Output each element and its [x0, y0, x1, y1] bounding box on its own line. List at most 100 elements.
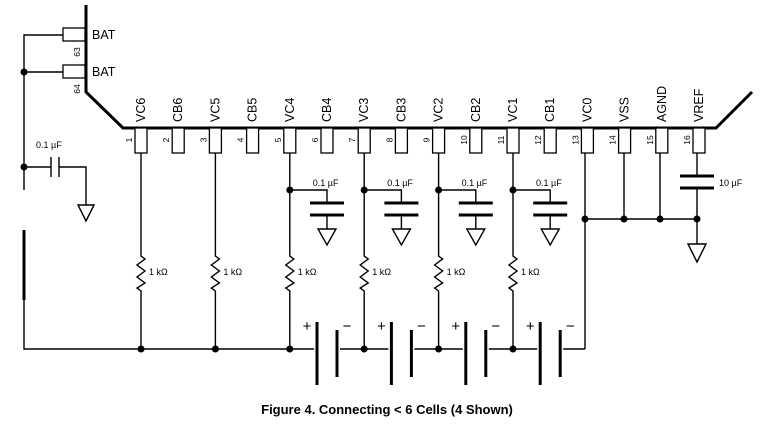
ground-icon — [540, 228, 561, 247]
pin-label: VC0 — [580, 98, 594, 122]
pin-vss — [617, 127, 632, 154]
junction-dot — [581, 215, 589, 223]
resistor-value: 1 kΩ — [447, 267, 466, 277]
pin-label: CB6 — [171, 98, 185, 122]
bat-pin-64-number: 64 — [72, 84, 82, 94]
pin-vc4 — [283, 127, 297, 154]
pin-vc1 — [506, 127, 520, 154]
pin-vc2 — [431, 127, 446, 154]
bat-pin-63-label: BAT — [92, 28, 116, 42]
junction-dot — [137, 345, 145, 353]
pin-cb4 — [320, 127, 334, 154]
ground-icon — [686, 243, 708, 264]
junction-dot — [360, 345, 368, 353]
pin-number: 13 — [570, 135, 580, 145]
cell-plus-sign: + — [526, 318, 535, 335]
ground-icon — [391, 228, 412, 247]
ground-icon — [76, 204, 96, 223]
pin-number: 5 — [273, 137, 283, 142]
ground-icon — [316, 228, 338, 247]
pin-label: VREF — [692, 88, 706, 122]
pin-label: VC4 — [283, 98, 297, 122]
cell-gap — [388, 346, 415, 352]
resistor-value: 1 kΩ — [521, 267, 540, 277]
pin-number: 14 — [608, 135, 618, 145]
pin-vc6 — [134, 127, 148, 154]
junction-dot — [656, 215, 664, 223]
pin-number: 6 — [310, 137, 320, 142]
figure-caption: Figure 4. Connecting < 6 Cells (4 Shown) — [261, 402, 513, 417]
bat-cap-value: 0.1 µF — [36, 140, 62, 150]
pin-number: 12 — [533, 135, 543, 145]
pin-label: VC5 — [208, 98, 222, 122]
bat-pin-63-number: 63 — [72, 47, 82, 57]
cell-cap-value: 0.1 µF — [313, 178, 339, 188]
filter-capacitor — [533, 201, 568, 217]
vc-tap-resistor — [284, 153, 296, 349]
pin-label: AGND — [655, 86, 669, 122]
ic-outline — [84, 5, 754, 130]
bat-pin-64 — [62, 64, 86, 79]
pin-label: VC3 — [357, 98, 371, 122]
pin-number: 7 — [347, 137, 357, 142]
pin-label: CB4 — [320, 98, 334, 122]
cell-minus-sign: − — [491, 318, 500, 335]
vc-tap-resistor — [507, 153, 519, 349]
cell-gap — [314, 346, 340, 352]
junction-dot — [620, 215, 628, 223]
resistor-value: 1 kΩ — [372, 267, 391, 277]
bat-pin-63 — [62, 27, 86, 42]
bat-capacitor — [24, 157, 87, 205]
vc-tap-resistor — [433, 153, 444, 349]
pin-label: VC1 — [506, 98, 520, 122]
vref-cap-value: 10 µF — [719, 178, 743, 188]
junction-dot — [286, 186, 294, 194]
pin-label: CB1 — [543, 98, 557, 122]
top-pin-row: VC61CB62VC53CB54VC45CB46VC37CB38VC29CB21… — [124, 86, 706, 154]
battery-cells: +−+−+−+− — [303, 318, 575, 385]
pin-label: CB3 — [394, 98, 408, 122]
pin-number: 9 — [422, 137, 432, 142]
pin-vc0 — [580, 127, 595, 154]
pin-number: 3 — [198, 137, 208, 142]
pin-cb1 — [543, 127, 557, 154]
junction-dot — [693, 215, 701, 223]
pin-number: 10 — [459, 135, 469, 145]
cell-cap-value: 0.1 µF — [536, 178, 562, 188]
bat-wire — [23, 34, 585, 350]
junction-dot — [20, 68, 28, 76]
vc-tap-resistor — [135, 153, 147, 349]
pin-cb5 — [245, 127, 260, 154]
pin-agnd — [655, 127, 669, 154]
bat-pin-64-label: BAT — [92, 65, 116, 79]
pin-vc5 — [208, 127, 223, 154]
pin-label: CB5 — [246, 98, 260, 122]
vref-capacitor — [680, 174, 714, 190]
resistor-value: 1 kΩ — [149, 267, 168, 277]
pin-label: CB2 — [469, 98, 483, 122]
ground-bus — [584, 153, 698, 349]
filter-cap-wire — [513, 189, 551, 229]
cell-minus-sign: − — [566, 318, 575, 335]
filter-capacitor — [458, 201, 493, 217]
cell-gap — [537, 346, 564, 352]
filter-cap-wire — [364, 189, 403, 229]
pin-number: 4 — [236, 137, 246, 142]
pin-number: 2 — [161, 137, 171, 142]
vc-tap-resistor — [210, 153, 221, 349]
pin-label: VC6 — [134, 98, 148, 122]
pin-number: 16 — [682, 135, 692, 145]
junction-dot — [286, 345, 294, 353]
junction-dot — [509, 186, 517, 194]
junction-dot — [509, 345, 517, 353]
cell-plus-sign: + — [303, 318, 312, 335]
pin-number: 15 — [645, 135, 655, 145]
pin-vref — [692, 127, 706, 154]
cell-gap — [462, 346, 489, 352]
pin-label: VC2 — [432, 98, 446, 122]
filter-cap-wire — [438, 189, 477, 229]
pin-number: 11 — [496, 135, 506, 144]
